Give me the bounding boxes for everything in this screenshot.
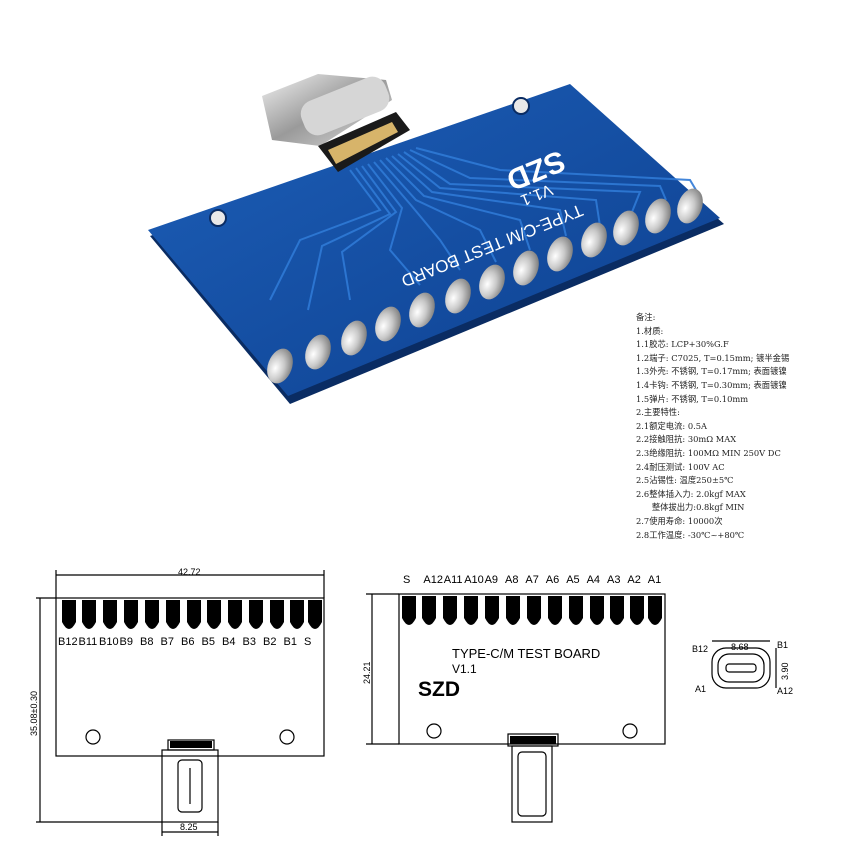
left-width-dim: 42.72 [178, 567, 201, 577]
pin-label: A7 [525, 574, 539, 586]
pin-label: B6 [181, 636, 195, 648]
right-height-dim: 24.21 [362, 661, 372, 684]
pin-label: A10 [464, 574, 484, 586]
photo-pads [267, 188, 703, 384]
spec-note-line: 2.3绝缘阻抗: 100MΩ MIN 250V DC [636, 447, 781, 458]
spec-note-line: 1.材质: [636, 325, 664, 336]
spec-note-line: 2.4耐压测试: 100V AC [636, 461, 725, 472]
pin-label: A1 [647, 574, 662, 586]
connector-label-a12: A12 [777, 686, 794, 696]
spec-note-line: 1.2端子: C7025, T=0.15mm; 镀半金锡 [636, 352, 790, 363]
pin-label: B11 [78, 636, 98, 648]
pin-label: A9 [484, 574, 499, 586]
pin-label: B1 [283, 636, 297, 648]
mount-hole [622, 723, 638, 739]
left-height-dim: 35.08±0.30 [29, 691, 39, 736]
pin-label: A11 [443, 574, 463, 586]
spec-note-line: 2.6整体插入力: 2.0kgf MAX [636, 488, 746, 499]
spec-note-line: 1.3外壳: 不锈钢, T=0.17mm; 表面镀镍 [636, 366, 787, 377]
right-board-version: V1.1 [452, 662, 477, 676]
pin-label: A2 [627, 574, 641, 586]
pin-label: B2 [263, 636, 277, 648]
pin-label: B8 [140, 636, 154, 648]
pin-label: A4 [586, 574, 601, 586]
left-connector-shell [161, 749, 219, 823]
left-connector-dim: 8.25 [180, 822, 198, 832]
mount-hole [209, 209, 227, 227]
left-board-outline [55, 597, 325, 757]
spec-note-line: 备注: [636, 312, 656, 322]
right-board-title: TYPE-C/M TEST BOARD [452, 646, 601, 661]
spec-note-line: 1.1胶芯: LCP+30%G.F [636, 339, 729, 350]
pin-label: B12 [58, 636, 78, 648]
pin-label: A12 [423, 574, 443, 586]
connector-label-b1: B1 [777, 640, 789, 650]
connector-width-dim: 8.68 [731, 642, 749, 652]
spec-notes: 备注: 1.材质: 1.1胶芯: LCP+30%G.F 1.2端子: C7025, T… [636, 311, 846, 542]
pin-label: B4 [222, 636, 236, 648]
connector-label-b12: B12 [692, 644, 709, 654]
spec-note-line: 2.8工作温度: -30℃~+80℃ [636, 529, 745, 540]
board-photo: SZD V1.1 TYPE-C/M TEST BOARD [148, 74, 724, 404]
connector-height-dim: 3.90 [780, 662, 790, 680]
spec-note-line: 2.主要特性: [636, 407, 680, 418]
pin-label: A8 [505, 574, 519, 586]
mount-hole [512, 97, 530, 115]
pcb-traces [269, 147, 697, 311]
pin-label: A3 [607, 574, 621, 586]
pin-label: B5 [201, 636, 215, 648]
connector-end-outer [711, 647, 771, 689]
right-pads [402, 596, 662, 744]
spec-note-line: 整体拔出力:0.8kgf MIN [636, 502, 745, 513]
pin-label: B7 [160, 636, 174, 648]
pcb-board [148, 84, 720, 396]
pin-label: A5 [566, 574, 580, 586]
pin-label: B10 [99, 636, 119, 648]
spec-note-line: 1.5弹片: 不锈钢, T=0.10mm [636, 393, 749, 404]
technical-drawings [36, 570, 777, 836]
mount-hole [426, 723, 442, 739]
spec-note-line: 2.5沾锡性: 温度250±5℃ [636, 475, 734, 486]
pin-label: B3 [242, 636, 256, 648]
mount-hole [85, 729, 101, 745]
connector-label-a1: A1 [695, 684, 707, 694]
pin-label: B9 [119, 636, 133, 648]
spec-note-line: 2.7使用寿命: 10000次 [636, 515, 723, 526]
pin-label: A6 [545, 574, 560, 586]
spec-note-line: 2.2接触阻抗: 30mΩ MAX [636, 434, 737, 445]
mount-hole [279, 729, 295, 745]
right-board-logo: SZD [418, 678, 460, 701]
pin-label: S [304, 636, 312, 648]
left-pads [62, 600, 322, 748]
spec-note-line: 1.4卡钩: 不锈钢, T=0.30mm; 表面镀镍 [636, 379, 787, 390]
right-connector-shell [511, 745, 553, 823]
spec-note-line: 2.1额定电流: 0.5A [636, 420, 708, 431]
pin-label: S [403, 574, 411, 586]
usb-c-connector-photo [262, 74, 410, 172]
